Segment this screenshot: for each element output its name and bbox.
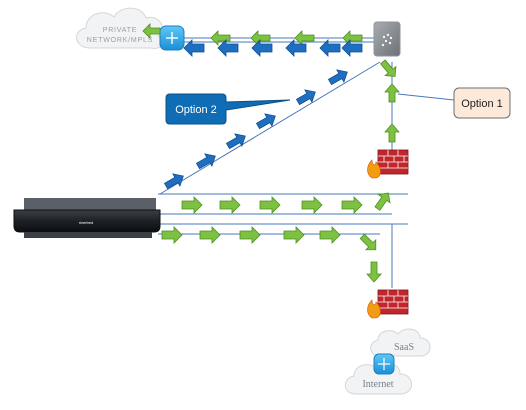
option2-callout: Option 2 [165, 93, 291, 125]
connection-lines [158, 37, 455, 288]
firewall-icon [367, 289, 409, 319]
green-arrow-left [342, 30, 363, 46]
option1-callout-bubble [453, 87, 511, 119]
blue-arrow-left [285, 39, 307, 57]
switch-icon [381, 33, 393, 47]
private-network-label-line2: NETWORK/MPLS [87, 37, 153, 44]
green-arrow-right [219, 196, 241, 214]
line-callout-option1 [397, 93, 455, 101]
internet-router [373, 353, 395, 375]
green-arrow-right [319, 226, 341, 244]
green-arrow-right [259, 196, 281, 214]
green-arrow-left [294, 30, 315, 46]
green-arrow-right [181, 196, 203, 214]
router-icon [378, 358, 390, 370]
green-arrow-left [142, 23, 161, 39]
flame-icon [367, 159, 381, 179]
blue-arrow-left [217, 39, 239, 57]
blue-arrow-left [341, 39, 363, 57]
saas-cloud-shape [370, 328, 431, 357]
line-option2-diagonal [159, 61, 381, 195]
green-arrow-right [199, 226, 221, 244]
blue-arrow-diagonal [163, 173, 184, 190]
blue-arrow-diagonal [195, 153, 216, 170]
green-arrow-up-diagonal [374, 192, 391, 211]
blue-arrow-diagonal [255, 113, 276, 130]
firewall-bottom [367, 289, 409, 319]
switch-body [373, 21, 401, 57]
router-icon [166, 32, 178, 44]
green-arrow-right [161, 226, 183, 244]
firewall-icon [367, 149, 409, 179]
appliance-bottom [24, 232, 152, 238]
option1-green-arrows [379, 59, 400, 143]
blue-arrow-left [319, 39, 341, 57]
appliance-brand: riverbed [79, 220, 93, 225]
saas-cloud: SaaS [370, 328, 431, 357]
green-arrow-right [341, 196, 363, 214]
switch [373, 21, 401, 57]
option1-callout: Option 1 [453, 87, 511, 119]
option2-label: Option 2 [175, 104, 217, 116]
blue-arrow-diagonal [327, 69, 348, 86]
router [159, 25, 185, 51]
riverbed-appliance: riverbed [13, 198, 161, 238]
blue-arrow-diagonal [225, 133, 246, 150]
green-arrow-right [239, 226, 261, 244]
green-arrow-up [384, 83, 400, 103]
option2-blue-arrows [163, 69, 348, 190]
firewall-middle [367, 149, 409, 179]
blue-arrow-left [251, 39, 273, 57]
green-arrow-up-diagonal [379, 59, 397, 77]
flame-icon [367, 299, 381, 319]
blue-arrow-left [183, 39, 205, 57]
blue-arrow-diagonal [295, 89, 316, 106]
green-arrow-left [210, 30, 231, 46]
green-arrow-down-diagonal [359, 233, 377, 251]
option2-callout-bubble [165, 93, 291, 125]
bottom-green-arrows [161, 226, 382, 283]
private-network-label-line1: PRIVATE [103, 27, 138, 34]
appliance-front [13, 209, 161, 233]
option1-label: Option 1 [461, 98, 503, 110]
internet-label: Internet [362, 379, 393, 390]
green-arrow-left [250, 30, 271, 46]
top-blue-arrows [183, 39, 363, 57]
saas-label: SaaS [394, 342, 414, 353]
appliance-top [24, 198, 156, 210]
green-arrow-right [301, 196, 323, 214]
green-arrow-right [283, 226, 305, 244]
top-green-arrows [142, 23, 363, 46]
green-arrow-down [366, 261, 382, 283]
middle-green-arrows [181, 192, 391, 214]
green-arrow-up [384, 123, 400, 143]
